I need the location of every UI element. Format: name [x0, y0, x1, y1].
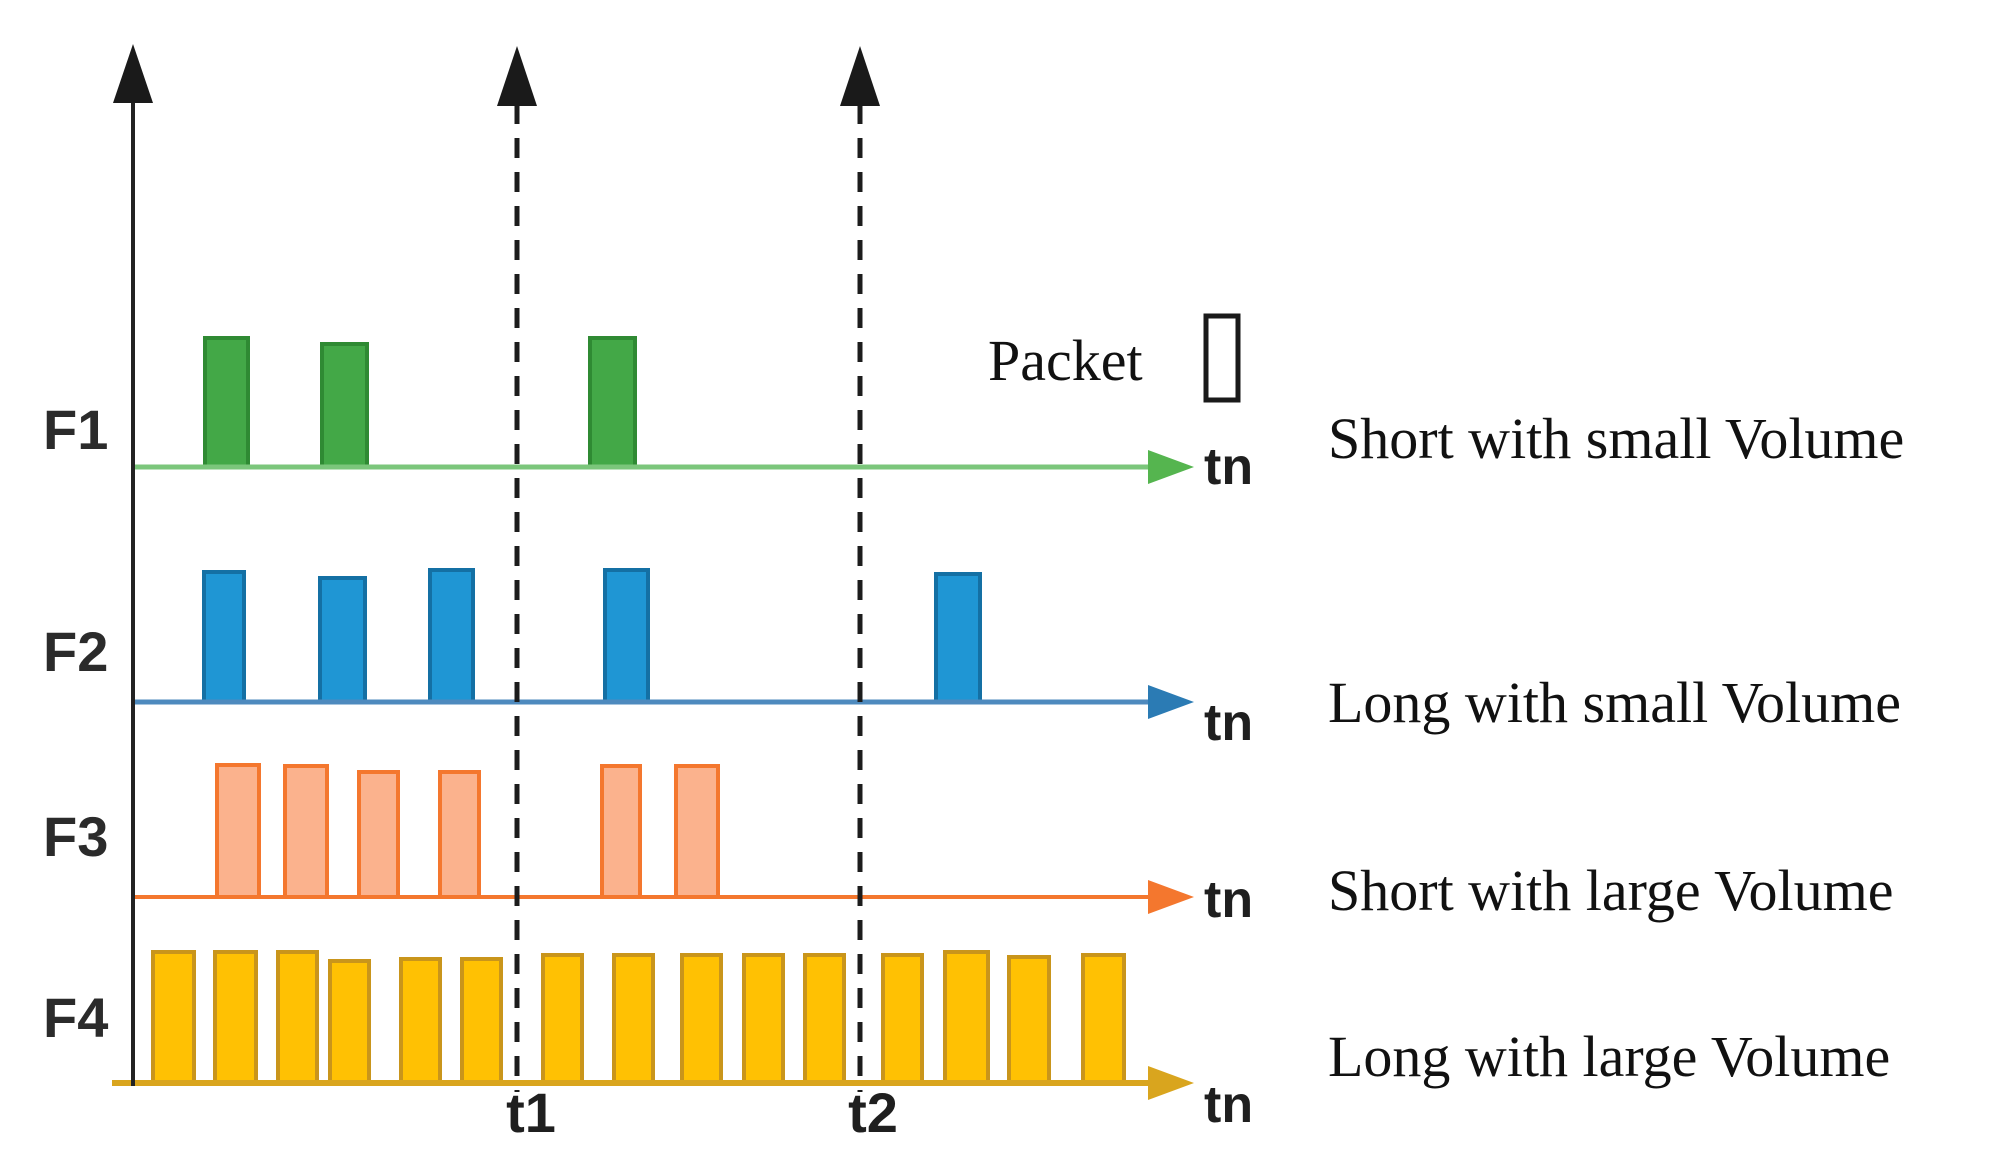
packet-bar-f2 — [318, 576, 367, 704]
timeline-arrow-f4 — [1148, 1066, 1194, 1100]
flow-label-f4: F4 — [43, 986, 108, 1049]
t1-label: t1 — [506, 1081, 556, 1144]
packet-bar-f4 — [612, 953, 655, 1085]
tn-label-f3: tn — [1204, 871, 1253, 929]
packet-bar-f1 — [203, 336, 250, 469]
packet-bars-f2 — [202, 568, 982, 704]
timeline-arrow-f3 — [1148, 880, 1194, 914]
flow-row-f2: F2 tn Long with small Volume — [43, 568, 1901, 752]
packet-bar-f4 — [399, 957, 442, 1085]
flow-description-f4: Long with large Volume — [1328, 1024, 1890, 1089]
t2-label: t2 — [848, 1081, 898, 1144]
packet-bar-f4 — [151, 950, 196, 1085]
packet-bar-f1 — [588, 336, 637, 469]
packet-bar-f4 — [803, 953, 846, 1085]
tn-label-f1: tn — [1204, 438, 1253, 496]
packet-bar-f3 — [283, 764, 329, 899]
packet-icon — [1203, 313, 1241, 403]
time-marker-t2: t2 — [840, 46, 898, 1144]
tn-label-f4: tn — [1204, 1076, 1253, 1134]
flow-label-f2: F2 — [43, 620, 108, 683]
timeline-arrow-f1 — [1148, 450, 1194, 484]
packet-legend-label: Packet — [988, 328, 1143, 393]
flow-row-f3: F3 tn Short with large Volume — [43, 763, 1894, 929]
flow-label-f1: F1 — [43, 398, 108, 461]
flow-description-f3: Short with large Volume — [1328, 858, 1894, 923]
packet-bar-f4 — [742, 953, 785, 1085]
packet-bar-f4 — [328, 959, 371, 1085]
flow-description-f1: Short with small Volume — [1328, 406, 1904, 471]
packet-bar-f3 — [674, 764, 720, 899]
packet-bar-f4 — [460, 957, 503, 1085]
packet-bar-f3 — [600, 764, 642, 899]
packet-legend: Packet — [988, 313, 1241, 403]
flow-row-f4: F4 tn Long with large Volume — [43, 950, 1890, 1134]
packet-bar-f3 — [357, 770, 400, 899]
timeline-arrow-f2 — [1148, 685, 1194, 719]
packet-bar-f4 — [541, 953, 584, 1085]
flow-description-f2: Long with small Volume — [1328, 670, 1901, 735]
y-axis — [113, 44, 153, 1086]
tn-label-f2: tn — [1204, 694, 1253, 752]
packet-bar-f1 — [320, 342, 369, 469]
t2-arrow-icon — [840, 46, 880, 106]
packet-bar-f4 — [1081, 953, 1126, 1085]
packet-bar-f3 — [438, 770, 481, 899]
packet-bar-f4 — [943, 950, 990, 1085]
packet-bar-f2 — [603, 568, 650, 704]
packet-bar-f4 — [1007, 955, 1051, 1085]
flow-label-f3: F3 — [43, 805, 108, 868]
packet-bar-f2 — [428, 568, 475, 704]
packet-bar-f4 — [680, 953, 723, 1085]
packet-bar-f4 — [276, 950, 319, 1085]
flow-row-f1: F1 tn Short with small Volume — [43, 336, 1904, 496]
packet-bar-f4 — [881, 953, 924, 1085]
y-axis-arrow-icon — [113, 44, 153, 103]
time-marker-t1: t1 — [497, 46, 556, 1144]
packet-bars-f1 — [203, 336, 637, 469]
packet-bars-f3 — [215, 763, 720, 899]
packet-bar-f2 — [934, 572, 982, 704]
packet-bar-f3 — [215, 763, 261, 899]
packet-bar-f2 — [202, 570, 246, 704]
packet-bars-f4 — [151, 950, 1126, 1085]
t1-arrow-icon — [497, 46, 537, 106]
packet-bar-f4 — [213, 950, 258, 1085]
